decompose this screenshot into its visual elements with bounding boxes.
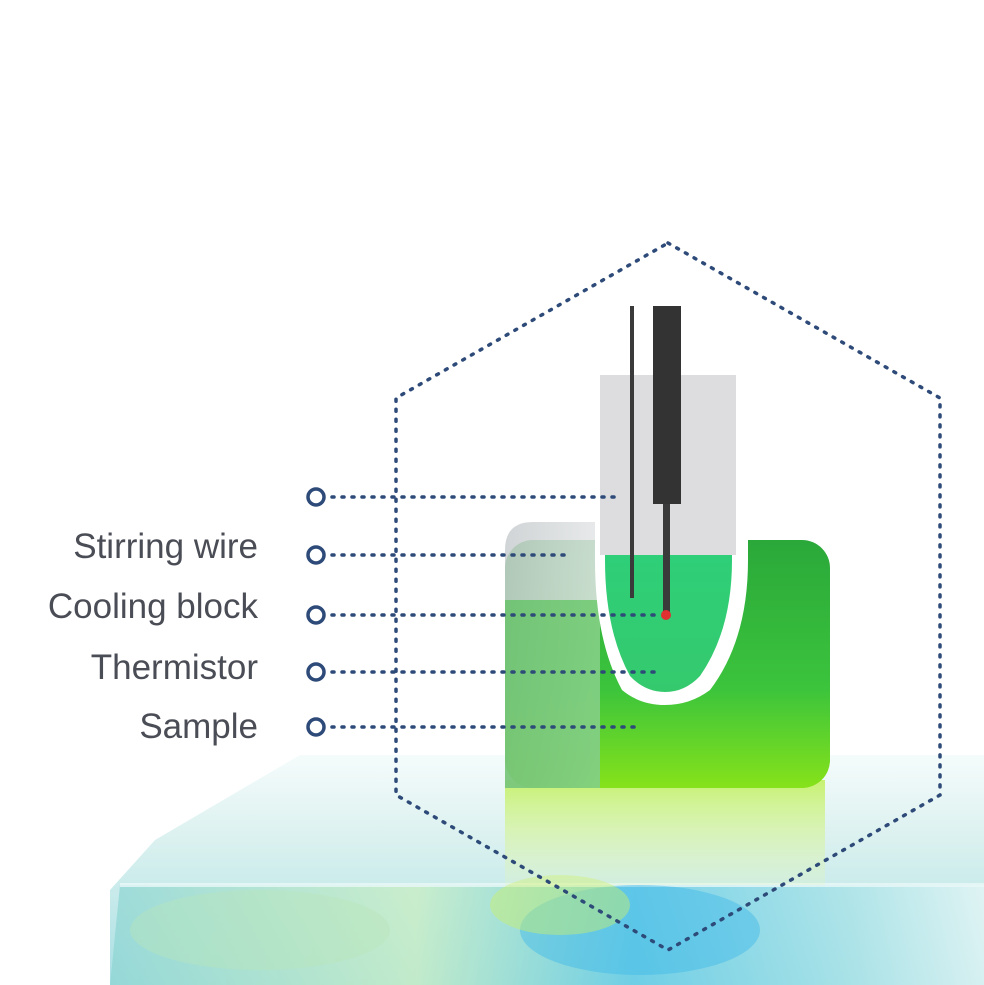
hexagon-outline (394, 240, 942, 953)
label-sample: Sample (139, 707, 258, 746)
leader-markers (306, 487, 326, 737)
label-thermistor: Thermistor (90, 648, 258, 687)
label-cooling-block: Cooling block (47, 587, 258, 626)
thermistor-tip (661, 610, 671, 620)
block-reflection (505, 780, 825, 885)
marker-sample (306, 717, 326, 737)
marker-top (306, 487, 326, 507)
marker-thermistor (306, 662, 326, 682)
label-stirring-wire: Stirring wire (73, 527, 258, 566)
leader-lines (330, 495, 662, 729)
marker-stirring (306, 545, 326, 565)
thermistor-probe (653, 306, 681, 620)
marker-cooling (306, 605, 326, 625)
